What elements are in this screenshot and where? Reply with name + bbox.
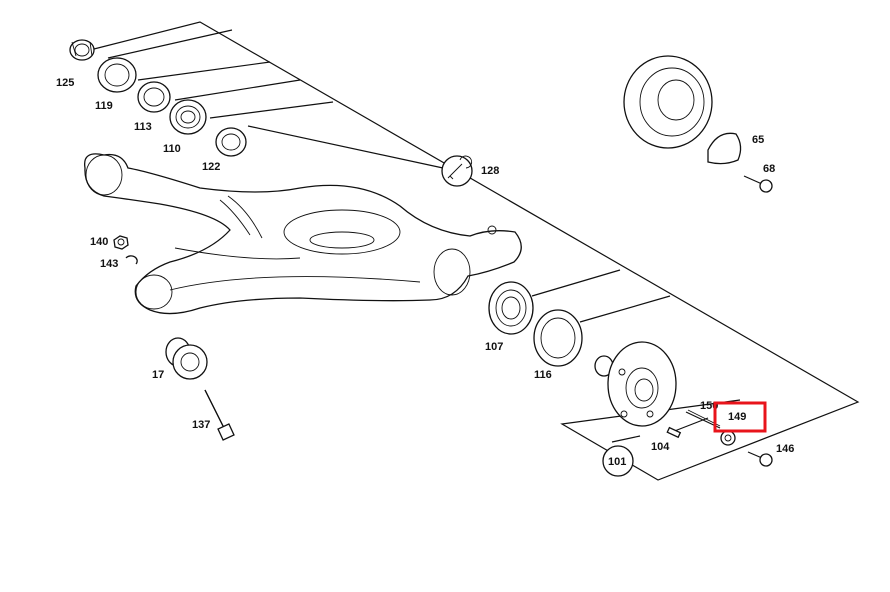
trailing-arm[interactable] [83,153,522,315]
layout-frame [89,21,860,481]
part-128-tool-symbol[interactable] [441,155,473,187]
label-149: 149 [728,411,746,423]
label-116: 116 [534,369,552,381]
label-65: 65 [752,134,764,146]
label-17: 17 [152,369,164,381]
part-68-screw[interactable] [743,175,773,193]
part-122-seal[interactable] [215,127,247,157]
part-101-wheel-hub[interactable] [594,341,677,427]
label-113: 113 [134,121,152,133]
part-125-collar[interactable] [69,39,95,61]
part-113-ring[interactable] [137,81,171,113]
part-101-callout[interactable] [602,445,634,477]
part-65-backing-plate[interactable] [623,55,742,165]
part-137-bolt[interactable] [204,389,235,441]
label-104: 104 [651,441,670,453]
label-119: 119 [95,100,113,112]
label-140: 140 [90,236,108,248]
part-17-bushing[interactable] [165,337,208,380]
part-140-nut[interactable] [113,235,129,250]
label-101: 101 [608,456,626,468]
part-146-bolt[interactable] [747,451,773,467]
part-143-clip[interactable] [125,255,138,265]
highlight-box-149 [713,401,767,433]
part-110-bearing[interactable] [169,99,207,135]
label-137: 137 [192,419,210,431]
label-110: 110 [163,143,181,155]
part-104-pin[interactable] [666,426,682,439]
part-116-seal[interactable] [533,309,583,367]
label-143: 143 [100,258,118,270]
label-68: 68 [763,163,775,175]
part-107-bearing[interactable] [488,281,534,335]
label-122: 122 [202,161,220,173]
label-107: 107 [485,341,503,353]
label-125: 125 [56,77,74,89]
label-146: 146 [776,443,794,455]
part-labels: 125 119 113 110 122 128 65 68 140 143 17… [56,77,794,468]
part-119-race[interactable] [97,57,137,93]
part-149-washer[interactable] [720,430,736,446]
label-128: 128 [481,165,499,177]
